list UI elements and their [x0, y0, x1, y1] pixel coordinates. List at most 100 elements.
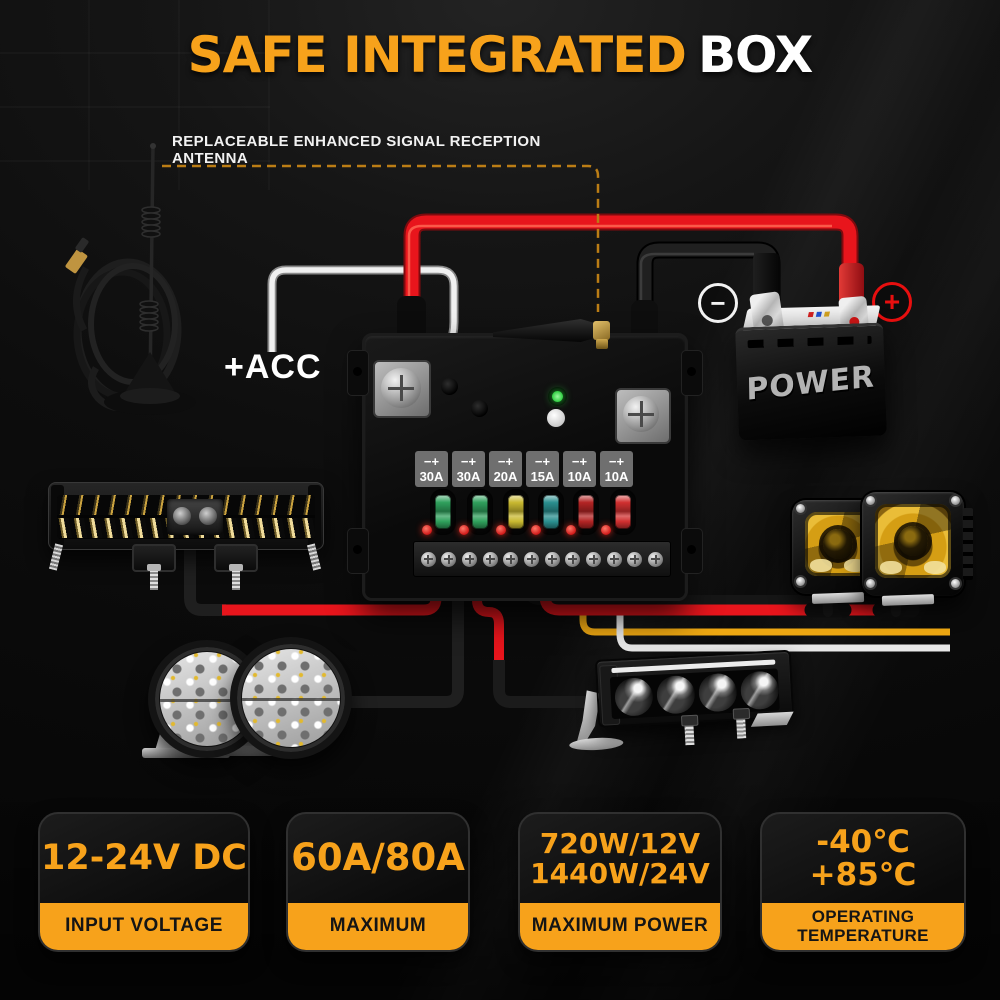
bolt-icon	[147, 564, 161, 590]
bracket-foot	[750, 711, 794, 727]
minus-glyph: −	[710, 287, 726, 318]
spec-value-line: 60A/80A	[291, 836, 465, 880]
bracket-foot	[569, 736, 624, 752]
center-led-block	[167, 499, 223, 535]
power-terminal-right	[615, 388, 671, 444]
blade-fuse-icon	[578, 495, 594, 529]
fuse-slot	[610, 489, 636, 535]
battery-vents	[747, 335, 872, 349]
lens-glint	[924, 561, 946, 574]
fuse-amp: 15A	[530, 469, 555, 484]
fuse-polarity: −+	[608, 454, 625, 469]
fuse-box: −+30A −+30A −+20A −+15A −+10A −+10A	[347, 319, 703, 601]
indicator-button	[545, 407, 567, 429]
light-bar-body	[48, 482, 324, 550]
terminal-screw-icon	[586, 551, 602, 567]
spec-value: 60A/80A	[288, 814, 468, 903]
antenna	[65, 143, 196, 415]
plus-icon: +	[872, 282, 912, 322]
fuse-slot	[467, 489, 493, 535]
fuse-label: −+30A	[415, 451, 448, 487]
heatsink-fins	[963, 508, 973, 580]
spec-value-line: 12-24V DC	[41, 838, 247, 879]
screw-icon	[949, 494, 962, 507]
lens-glint	[810, 559, 832, 572]
wire-yellow	[579, 555, 950, 636]
circuit-led-icon	[422, 525, 432, 535]
terminal-screw-icon	[544, 551, 560, 567]
title-accent: BOX	[697, 26, 813, 84]
antenna-nut-icon	[596, 339, 608, 349]
spec-value: 12-24V DC	[40, 814, 248, 903]
amber-pod-light	[860, 490, 973, 606]
car-battery: − + POWER	[690, 253, 930, 445]
blade-fuse-icon	[615, 495, 631, 529]
spec-label-line: MAXIMUM POWER	[531, 915, 709, 937]
wire-white	[616, 555, 950, 652]
reflector-cell	[613, 676, 654, 717]
wire-minibar-black	[493, 660, 612, 708]
fuse-label: −+30A	[452, 451, 485, 487]
spec-value-line: 720W/12V	[539, 827, 701, 861]
spec-value-line: -40℃	[816, 824, 910, 861]
mounting-ear	[347, 528, 369, 574]
fuse-label: −+15A	[526, 451, 559, 487]
terminal-screw-icon	[623, 396, 659, 432]
title-main: SAFE INTEGRATED	[187, 26, 687, 84]
fuse-label: −+10A	[563, 451, 596, 487]
spec-label-band: MAXIMUM POWER	[520, 903, 720, 950]
terminal-screw-icon	[606, 551, 622, 567]
terminal-screw-icon	[482, 551, 498, 567]
fuse-polarity: −+	[497, 454, 514, 469]
spec-label-line: MAXIMUM	[329, 915, 427, 937]
mounting-bracket	[132, 544, 176, 590]
fuse-slot	[430, 489, 456, 535]
reflector-face	[242, 649, 340, 747]
circuit-led-icon	[459, 525, 469, 535]
lens-glint	[880, 561, 902, 574]
amber-lens	[805, 512, 871, 576]
wire-lightbar-black	[184, 548, 226, 616]
fuse-polarity: −+	[534, 454, 551, 469]
terminal-screw-icon	[648, 551, 664, 567]
wire-minibar-red	[472, 555, 504, 666]
circuit-led-icon	[566, 525, 576, 535]
mounting-ear	[347, 350, 369, 396]
screw-icon	[794, 575, 807, 588]
circuit-led-icon	[531, 525, 541, 535]
reflector-cell	[697, 672, 738, 713]
spec-label-line: TEMPERATURE	[797, 925, 929, 945]
fuse-polarity: −+	[460, 454, 477, 469]
blade-fuse-icon	[435, 495, 451, 529]
power-terminal-left	[373, 360, 431, 418]
spec-label-band: OPERATING TEMPERATURE	[762, 903, 964, 950]
amber-lens	[875, 504, 951, 578]
screw-icon	[864, 577, 877, 590]
reflector-cell	[655, 674, 696, 715]
antenna-connector-icon	[593, 321, 610, 340]
screw-icon	[864, 494, 877, 507]
case-hole	[441, 378, 458, 395]
spec-value: -40℃ +85℃	[762, 814, 964, 903]
battery-sticker	[807, 311, 814, 318]
terminal-screw-icon	[524, 551, 540, 567]
spec-value-line: 1440W/24V	[530, 856, 710, 890]
bolt-icon	[736, 716, 747, 739]
battery-sticker	[815, 311, 822, 317]
spec-card-maximum: 60A/80A MAXIMUM	[286, 812, 470, 952]
bolt-icon	[229, 564, 243, 590]
spec-label-line: INPUT VOLTAGE	[65, 915, 223, 937]
terminal-screw-icon	[381, 368, 421, 408]
fuse-label: −+20A	[489, 451, 522, 487]
spec-value-line: +85℃	[809, 856, 917, 893]
fuse-polarity: −+	[571, 454, 588, 469]
bolt-icon	[684, 722, 695, 746]
spec-label-band: MAXIMUM	[288, 903, 468, 950]
minus-icon: −	[698, 283, 738, 323]
fuse-slot	[503, 489, 529, 535]
mounting-bracket	[214, 544, 258, 590]
screw-icon	[794, 502, 807, 515]
mounting-ear	[681, 528, 703, 574]
